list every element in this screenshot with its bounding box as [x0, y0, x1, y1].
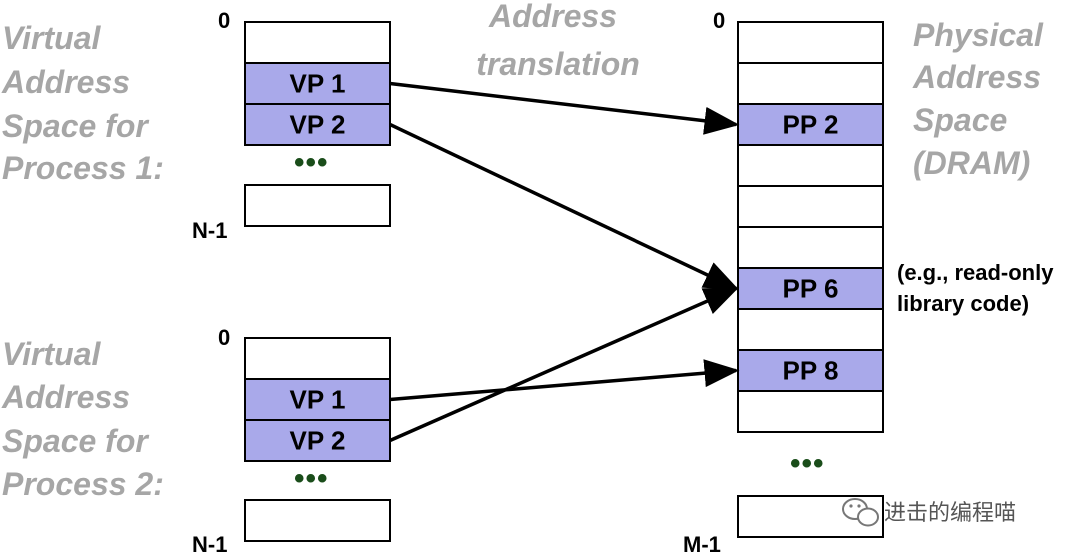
page-cell-pp8: PP 8	[737, 349, 884, 392]
pas-label-line: (DRAM)	[913, 145, 1030, 181]
page-cell-vp2: VP 2	[244, 103, 391, 146]
page-cell-rect	[244, 21, 391, 64]
page-cell-vp2: VP 2	[244, 419, 391, 462]
page-cell-rect	[244, 337, 391, 380]
page-label: VP 2	[290, 426, 346, 456]
vas1-bottom-index: N-1	[192, 218, 227, 243]
vas1-top-index: 0	[218, 8, 230, 33]
page-cell-vp1: VP 1	[244, 62, 391, 105]
vas1-label-line: Address	[1, 64, 130, 100]
translation-arrow	[389, 286, 740, 443]
pas-label: Physical Address Space (DRAM)	[912, 17, 1044, 181]
page-label: VP 1	[290, 69, 346, 99]
vas1-label-line: Process 1:	[2, 150, 164, 186]
note-line: library code)	[897, 291, 1029, 316]
page-cell-empty	[737, 308, 884, 351]
page-cell-rect	[737, 21, 884, 64]
page-cell-empty	[737, 62, 884, 105]
vas2-label-line: Virtual	[2, 336, 102, 372]
translation-label-line: Address	[488, 0, 617, 34]
vas2-page-table: VP 1 VP 2	[244, 337, 391, 542]
vas1-label-line: Space for	[2, 108, 149, 144]
translation-arrows	[389, 81, 740, 443]
pas-page-table: PP 2 PP 6 PP 8	[737, 21, 884, 538]
page-cell-rect	[244, 103, 391, 146]
pas-label-line: Space	[913, 102, 1007, 138]
page-label: PP 6	[783, 274, 839, 304]
vas1-label-line: Virtual	[2, 20, 102, 56]
page-cell-rect	[737, 185, 884, 228]
vas2-bottom-index: N-1	[192, 532, 227, 557]
page-cell-rect	[737, 62, 884, 105]
page-label: PP 8	[783, 356, 839, 386]
page-label: VP 2	[290, 110, 346, 140]
vas2-ellipsis: •••	[294, 462, 329, 495]
translation-arrow	[389, 81, 740, 135]
vas2-label-line: Space for	[2, 423, 149, 459]
pas-label-line: Address	[912, 59, 1041, 95]
watermark-text: 进击的编程喵	[884, 501, 1016, 526]
page-cell-pp6: PP 6	[737, 267, 884, 310]
page-cell-empty	[244, 337, 391, 380]
translation-arrow	[389, 359, 740, 402]
note-line: (e.g., read-only	[897, 260, 1054, 285]
vas2-top-index: 0	[218, 325, 230, 350]
vas2-label: Virtual Address Space for Process 2:	[1, 336, 164, 502]
vas1-label: Virtual Address Space for Process 1:	[1, 20, 164, 186]
translation-label: Address translation	[476, 0, 640, 82]
page-cell-rect	[737, 226, 884, 269]
wechat-icon	[842, 498, 879, 527]
translation-arrow	[389, 122, 740, 291]
page-cell-rect	[737, 144, 884, 187]
pas-top-index: 0	[713, 8, 725, 33]
page-cell-rect	[244, 62, 391, 105]
page-cell-rect	[737, 390, 884, 433]
page-cell-empty	[737, 185, 884, 228]
page-cell-empty	[737, 144, 884, 187]
vas1-ellipsis: •••	[294, 146, 329, 179]
page-cell-rect	[244, 499, 391, 542]
shared-page-note: (e.g., read-only library code)	[897, 260, 1054, 316]
page-cell-rect	[737, 308, 884, 351]
page-label: VP 1	[290, 385, 346, 415]
page-cell-empty	[244, 184, 391, 227]
vas2-label-line: Address	[1, 379, 130, 415]
pas-label-line: Physical	[913, 17, 1044, 53]
pas-ellipsis: •••	[790, 447, 825, 480]
page-cell-empty	[737, 390, 884, 433]
watermark: 进击的编程喵	[842, 498, 1016, 527]
page-cell-empty	[244, 499, 391, 542]
page-label: PP 2	[783, 110, 839, 140]
vas2-label-line: Process 2:	[2, 466, 164, 502]
page-cell-pp2: PP 2	[737, 103, 884, 146]
page-cell-empty	[737, 226, 884, 269]
translation-label-line: translation	[476, 46, 640, 82]
page-cell-rect	[244, 184, 391, 227]
page-cell-empty	[737, 21, 884, 64]
pas-bottom-index: M-1	[683, 532, 721, 557]
vas1-page-table: VP 1 VP 2	[244, 21, 391, 227]
page-cell-empty	[244, 21, 391, 64]
page-cell-vp1: VP 1	[244, 378, 391, 421]
